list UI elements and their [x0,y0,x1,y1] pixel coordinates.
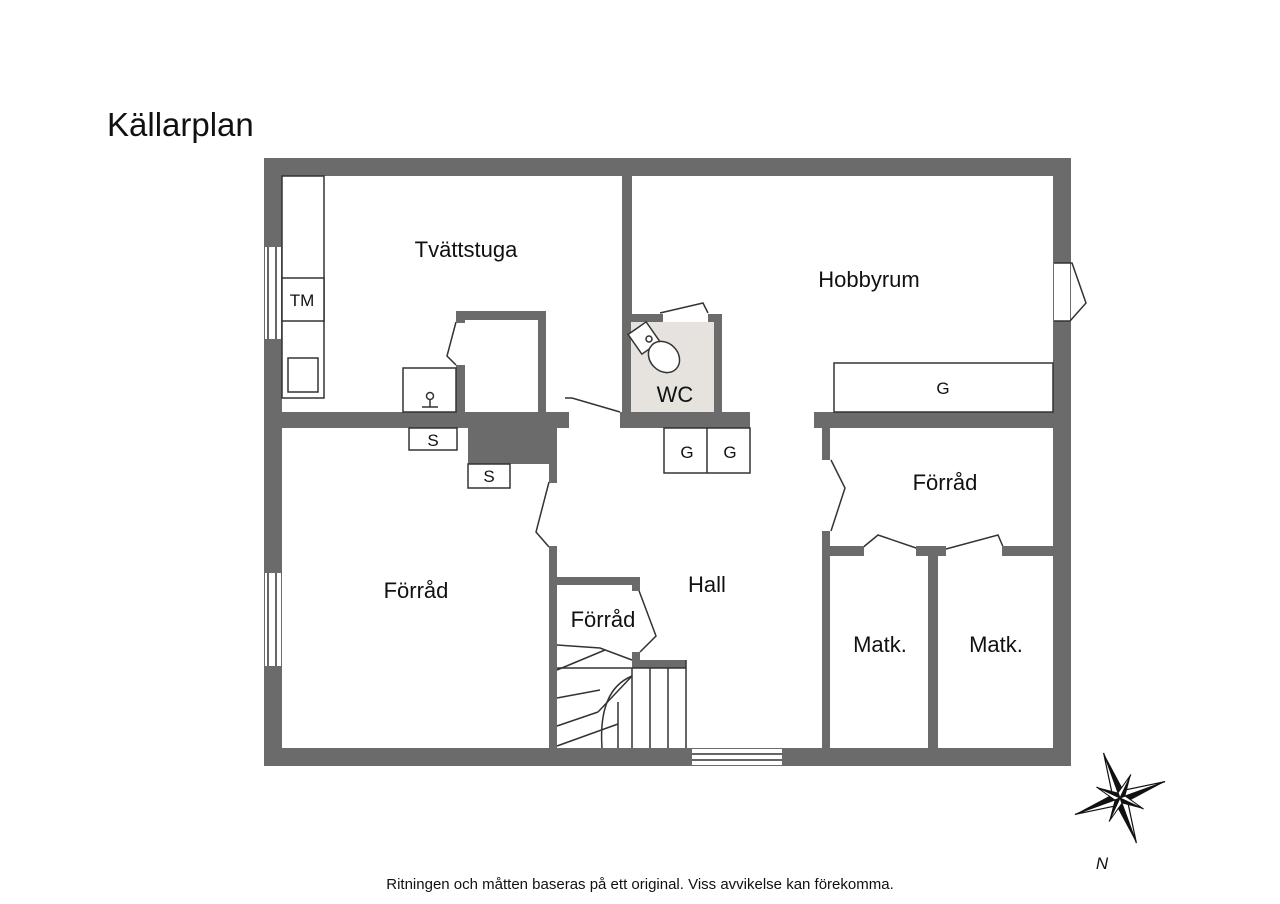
staircase [556,644,687,749]
room-label-hobbyrum: Hobbyrum [818,267,919,292]
fixture-label-tm: TM [290,291,315,310]
fixture-label-g-3: G [936,379,949,398]
laundry-counter [281,175,457,413]
compass-label: N [1096,854,1109,873]
windows [265,247,1070,765]
toilet-icon [627,320,681,374]
interior-walls [282,176,1053,750]
doors [446,262,1087,653]
footer-note: Ritningen och måtten baseras på ett orig… [386,876,894,893]
compass-icon [1074,752,1166,844]
room-label-hall: Hall [688,572,726,597]
room-label-forrad-right: Förråd [913,470,978,495]
fixture-label-g-2: G [723,443,736,462]
room-labels: Tvättstuga Hobbyrum WC Förråd Hall Förrå… [384,237,1023,657]
room-label-matk-1: Matk. [853,632,907,657]
fixture-label-s-1: S [427,431,438,450]
plan-title: Källarplan [107,106,254,143]
fixture-labels: TM S S G G G [290,291,950,486]
room-label-forrad-left: Förråd [384,578,449,603]
room-label-matk-2: Matk. [969,632,1023,657]
fixture-boxes [408,362,1054,489]
room-label-forrad-stair: Förråd [571,607,636,632]
fixture-label-g-1: G [680,443,693,462]
fixture-label-s-2: S [483,467,494,486]
room-label-tvattstuga: Tvättstuga [415,237,518,262]
room-label-wc: WC [657,382,694,407]
